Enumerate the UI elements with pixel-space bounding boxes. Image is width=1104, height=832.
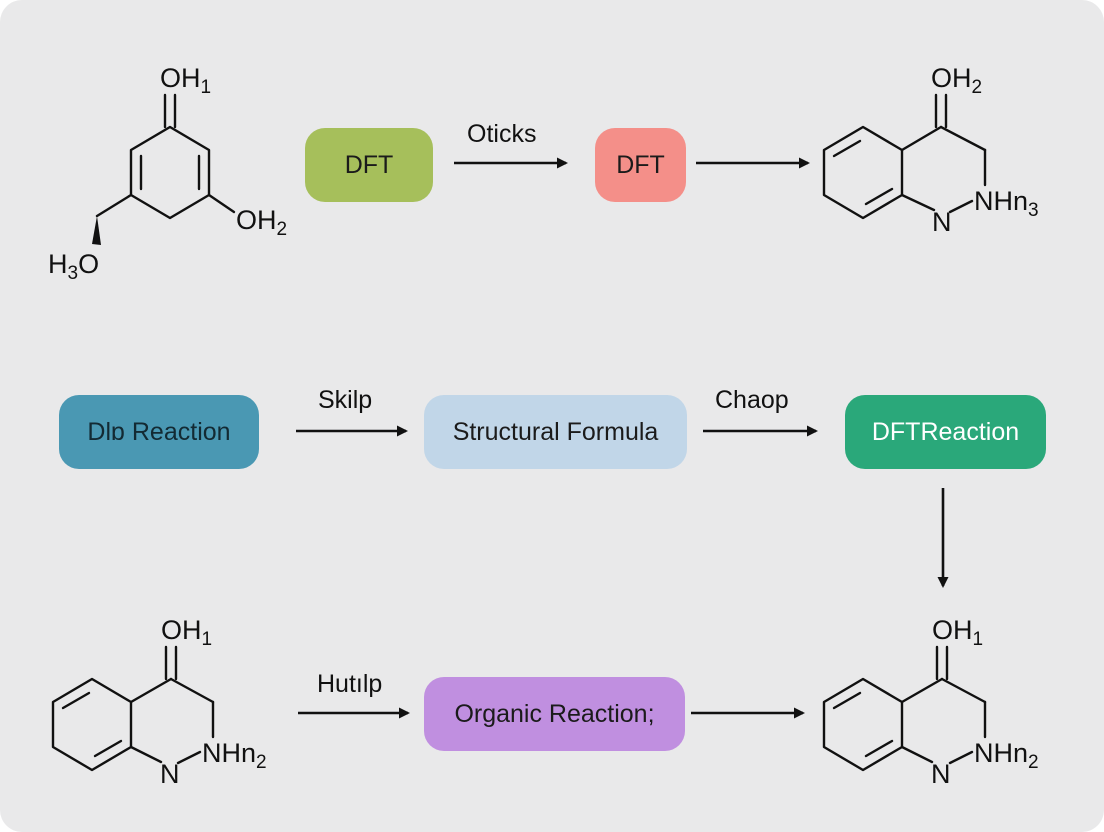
wedge-bond [92, 216, 101, 245]
svg-text:NHn2: NHn2 [202, 738, 267, 773]
svg-text:N: N [931, 759, 951, 789]
edge-label-hutilp: Hutılp [317, 670, 383, 698]
svg-text:NHn3: NHn3 [974, 186, 1039, 221]
node-dft-2[interactable]: DFT [595, 128, 686, 202]
node-dft-2-label: DFT [616, 150, 665, 179]
svg-text:OH2: OH2 [931, 63, 982, 98]
label-oh-top: OH [160, 63, 201, 93]
edge-label-skilp: Skilp [318, 386, 373, 414]
node-dft-1[interactable]: DFT [305, 128, 433, 202]
node-structural-formula-label: Structural Formula [452, 417, 659, 446]
svg-text:OH1: OH1 [160, 63, 211, 98]
molecule-bottom-right: OH1 N NHn2 [822, 615, 1039, 789]
node-dft-reaction[interactable]: DFTReaction [845, 395, 1046, 469]
svg-text:N: N [160, 759, 180, 789]
node-dft-1-label: DFT [344, 150, 394, 179]
node-structural-formula[interactable]: Structural Formula [424, 395, 687, 469]
svg-text:N: N [932, 207, 952, 237]
node-organic-reaction[interactable]: Organic Reaction; [424, 677, 685, 751]
molecule-top-left: OH1 OH2 H3O [48, 63, 287, 284]
svg-text:OH1: OH1 [161, 615, 212, 650]
molecule-top-right: OH2 N NHn3 [822, 63, 1039, 237]
node-organic-reaction-label: Organic Reaction; [454, 699, 655, 728]
svg-text:OH1: OH1 [932, 615, 983, 650]
svg-text:OH2: OH2 [236, 205, 287, 240]
svg-text:H3O: H3O [48, 249, 99, 284]
molecule-bottom-left: OH1 N NHn2 [51, 615, 267, 789]
edge-label-oticks: Oticks [467, 120, 537, 148]
node-dft-reaction-label: DFTReaction [871, 417, 1020, 446]
node-dla-reaction[interactable]: Dlɒ Reaction [59, 395, 259, 469]
node-dla-reaction-label: Dlɒ Reaction [87, 417, 231, 446]
svg-text:NHn2: NHn2 [974, 738, 1039, 773]
edge-label-chaop: Chaop [715, 386, 789, 414]
